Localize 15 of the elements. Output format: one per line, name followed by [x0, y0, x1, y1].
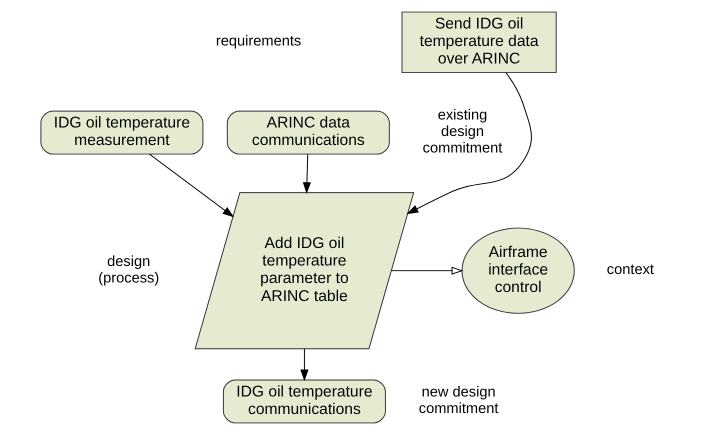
node-box: ARINC data communications: [226, 110, 390, 155]
label: design (process): [98, 254, 160, 286]
node-box: IDG oil temperature measurement: [40, 110, 204, 155]
label: existing design commitment: [422, 107, 502, 157]
arrow: [406, 72, 532, 214]
arrow: [302, 154, 312, 194]
label: requirements: [216, 34, 302, 50]
label: context: [606, 262, 654, 278]
node-box: Send IDG oil temperature data over ARINC: [402, 12, 557, 74]
arrow: [149, 154, 234, 218]
label: new design commitment: [418, 384, 498, 418]
node-ellipse: Airframe interface control: [462, 228, 575, 314]
arrow: [300, 348, 309, 382]
node-box: IDG oil temperature communications: [222, 380, 386, 424]
arrow: [391, 266, 464, 275]
